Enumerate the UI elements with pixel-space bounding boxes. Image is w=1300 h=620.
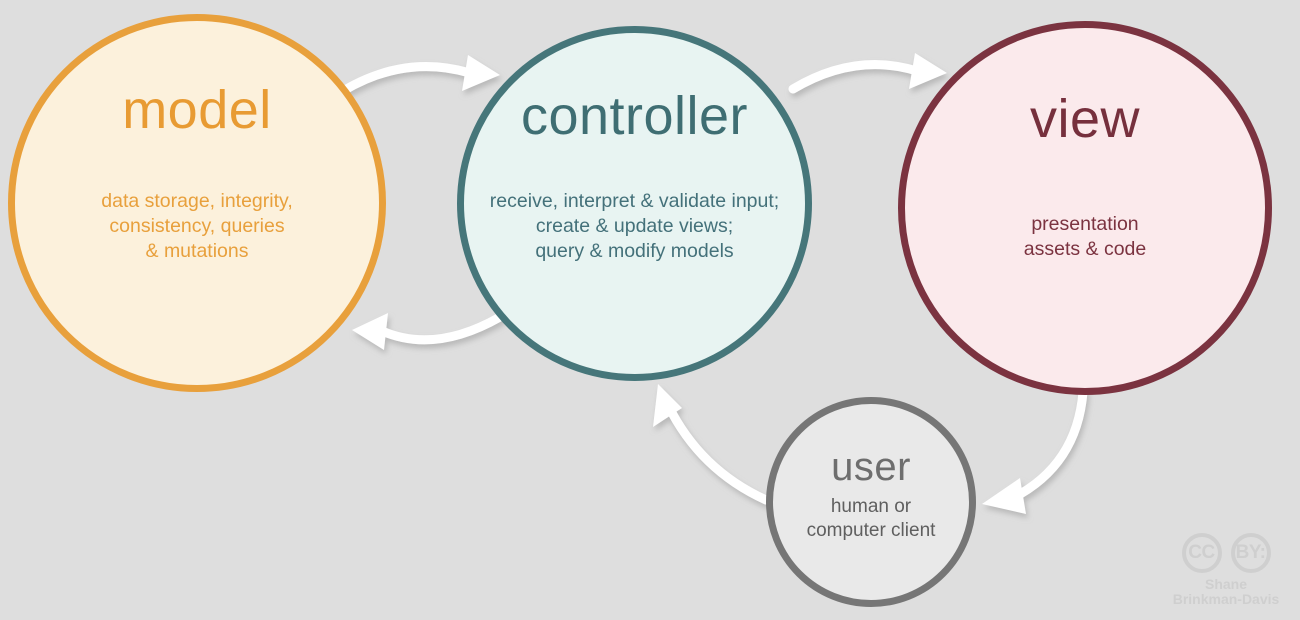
creative-commons-attribution: CC BY: Shane Brinkman-Davis: [1166, 532, 1286, 608]
node-view[interactable]: view presentation assets & code: [898, 21, 1272, 395]
arrow-view-to-user: [982, 387, 1088, 514]
node-controller-description: receive, interpret & validate input; cre…: [489, 190, 780, 262]
arrow-controller-to-view: [788, 53, 947, 94]
node-controller-title: controller: [520, 86, 749, 146]
arrow-controller-to-model: [352, 312, 505, 350]
node-controller[interactable]: controller receive, interpret & validate…: [457, 26, 812, 381]
author-name: Shane Brinkman-Davis: [1172, 575, 1280, 608]
node-model-title: model: [122, 80, 272, 140]
node-user-title: user: [831, 445, 911, 489]
cc-marks: CC BY:: [1181, 532, 1271, 573]
node-user-description: human or computer client: [806, 496, 936, 542]
node-model[interactable]: model data storage, integrity, consisten…: [8, 14, 386, 392]
node-view-description: presentation assets & code: [1023, 213, 1147, 260]
arrow-user-to-controller: [653, 384, 771, 505]
cc-by-icon: BY:: [1230, 532, 1271, 573]
node-view-title: view: [1029, 89, 1141, 149]
node-model-description: data storage, integrity, consistency, qu…: [101, 190, 293, 262]
node-user[interactable]: user human or computer client: [766, 397, 976, 607]
arrow-model-to-controller: [338, 55, 500, 96]
creative-commons-icon: CC: [1181, 532, 1222, 573]
